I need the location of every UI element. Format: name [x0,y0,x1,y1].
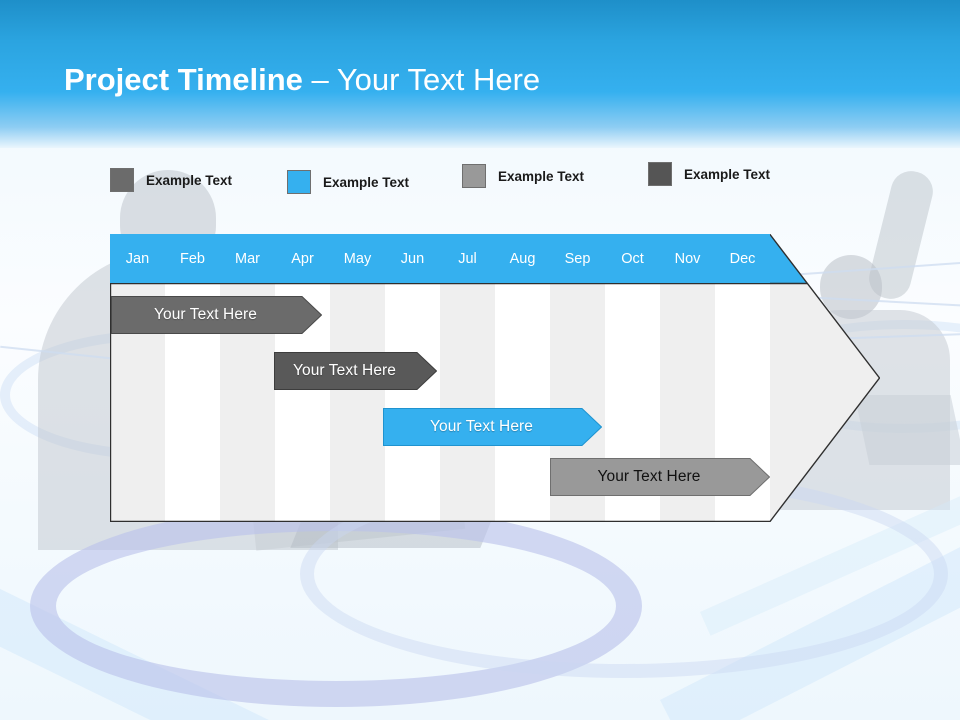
task-arrow-shape [550,458,770,496]
month-header-mar[interactable]: Mar [220,234,275,283]
task-arrow-polygon [274,352,437,390]
month-header-apr[interactable]: Apr [275,234,330,283]
month-header-sep[interactable]: Sep [550,234,605,283]
task-label: Your Text Here [153,306,258,323]
timeline-task-bar-2[interactable]: Your Text Here [274,352,437,390]
task-label: Your Text Here [429,418,534,435]
legend-label: Example Text [323,174,410,190]
legend-item-1: Example Text [110,168,232,192]
legend-swatch-icon [462,164,486,188]
task-arrow-polygon [383,408,602,446]
legend-item-3: Example Text [462,164,584,188]
legend-item-2: Example Text [287,170,409,194]
month-header-jan[interactable]: Jan [110,234,165,283]
task-arrow-shape [111,296,322,334]
title-band [0,0,960,148]
timeline-header-sliver [770,234,808,283]
month-header-jul[interactable]: Jul [440,234,495,283]
month-header-nov[interactable]: Nov [660,234,715,283]
month-header-feb[interactable]: Feb [165,234,220,283]
task-arrow-shape [383,408,602,446]
month-header-may[interactable]: May [330,234,385,283]
timeline-task-bar-1[interactable]: Your Text Here [111,296,322,334]
task-label: Your Text Here [597,468,701,485]
task-arrow-shape [274,352,437,390]
timeline-task-bar-3[interactable]: Your Text Here [383,408,602,446]
month-header-oct[interactable]: Oct [605,234,660,283]
page-title-bold: Project Timeline [64,62,303,97]
legend-label: Example Text [684,166,771,182]
page-title: Project Timeline – Your Text Here [64,58,540,102]
task-label: Your Text Here [292,362,397,379]
month-header-jun[interactable]: Jun [385,234,440,283]
legend-swatch-icon [110,168,134,192]
legend-label: Example Text [146,172,233,188]
month-header-aug[interactable]: Aug [495,234,550,283]
task-arrow-polygon [550,458,770,496]
timeline-task-bar-4[interactable]: Your Text Here [550,458,770,496]
legend-swatch-icon [648,162,672,186]
legend-label: Example Text [498,168,585,184]
month-header-dec[interactable]: Dec [715,234,770,283]
task-arrow-polygon [111,296,322,334]
legend-swatch-icon [287,170,311,194]
legend-item-4: Example Text [648,162,770,186]
page-title-rest: – Your Text Here [302,62,541,97]
